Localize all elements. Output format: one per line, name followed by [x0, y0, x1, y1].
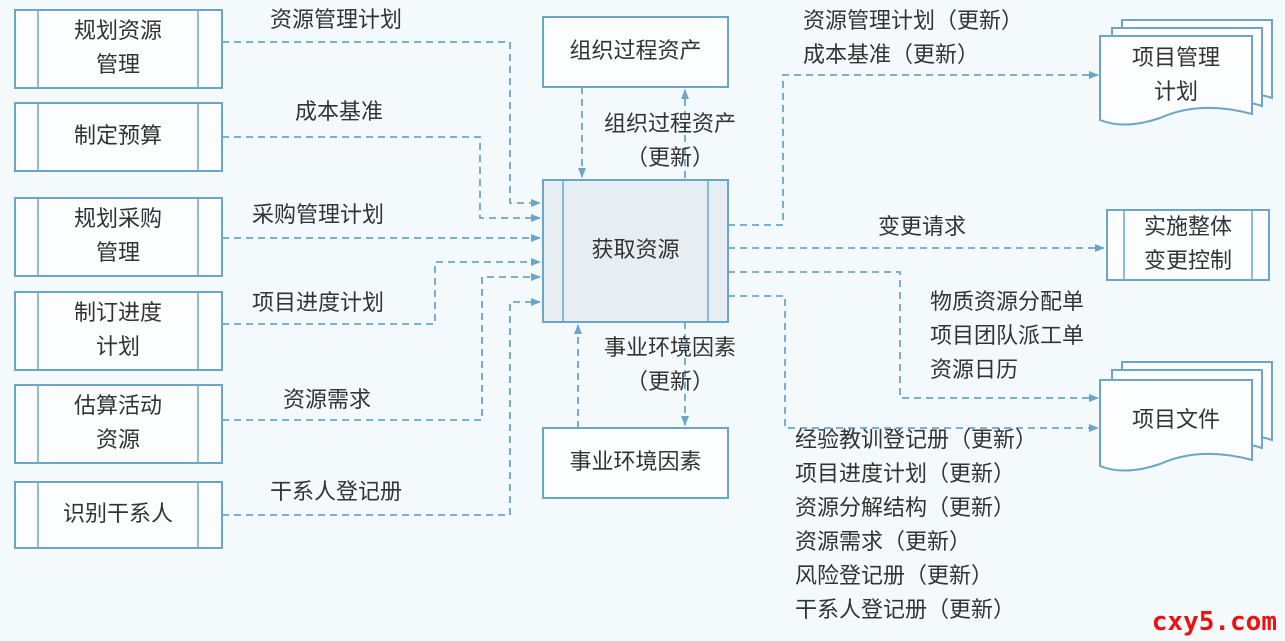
project-docs-label: 项目文件	[1131, 408, 1220, 433]
plan-updates-label: 资源管理计划（更新） 成本基准（更新）	[803, 9, 1024, 68]
flow-label-2: 成本基准	[295, 100, 384, 125]
input-label-3: 规划采购 管理	[73, 207, 162, 266]
flow-label-4: 项目进度计划	[252, 291, 385, 316]
input-label-1: 规划资源 管理	[73, 19, 162, 78]
input-box-6	[14, 481, 223, 549]
flow-label-3: 采购管理计划	[252, 203, 385, 228]
input-box-3	[14, 197, 223, 277]
input-box-2	[14, 102, 223, 172]
resource-assign-label: 物质资源分配单 项目团队派工单 资源日历	[930, 290, 1085, 383]
env-factors-box	[542, 427, 729, 499]
env-factors-update-label: 事业环境因素 （更新）	[604, 336, 737, 395]
change-control-box	[1106, 209, 1270, 281]
project-plan-doc-icon	[1099, 19, 1273, 126]
input-box-5	[14, 384, 223, 464]
center-box	[542, 179, 729, 323]
flow-arrows	[222, 41, 1105, 516]
watermark: cxy5.com	[1151, 607, 1277, 637]
input-label-5: 估算活动 资源	[73, 394, 162, 453]
input-label-4: 制订进度 计划	[73, 301, 162, 360]
flow-label-1: 资源管理计划	[270, 8, 403, 33]
input-box-4	[14, 291, 223, 371]
org-assets-update-label: 组织过程资产 （更新）	[604, 112, 737, 171]
change-request-label: 变更请求	[878, 215, 967, 240]
org-assets-label: 组织过程资产	[569, 39, 702, 64]
flow-label-6: 干系人登记册	[270, 480, 403, 505]
project-docs-icon	[1099, 361, 1273, 472]
input-label-6: 识别干系人	[62, 502, 173, 527]
input-box-1	[14, 9, 223, 89]
input-label-2: 制定预算	[73, 124, 162, 149]
plan-doc-label: 项目管理 计划	[1131, 46, 1220, 105]
change-control-label: 实施整体 变更控制	[1143, 215, 1232, 274]
input-boxes	[14, 9, 223, 549]
env-factors-label: 事业环境因素	[569, 450, 702, 475]
flow-label-5: 资源需求	[283, 388, 372, 413]
doc-updates-label: 经验教训登记册（更新） 项目进度计划（更新） 资源分解结构（更新） 资源需求（更…	[795, 428, 1038, 623]
org-assets-box	[542, 16, 729, 88]
center-label: 获取资源	[591, 238, 680, 263]
